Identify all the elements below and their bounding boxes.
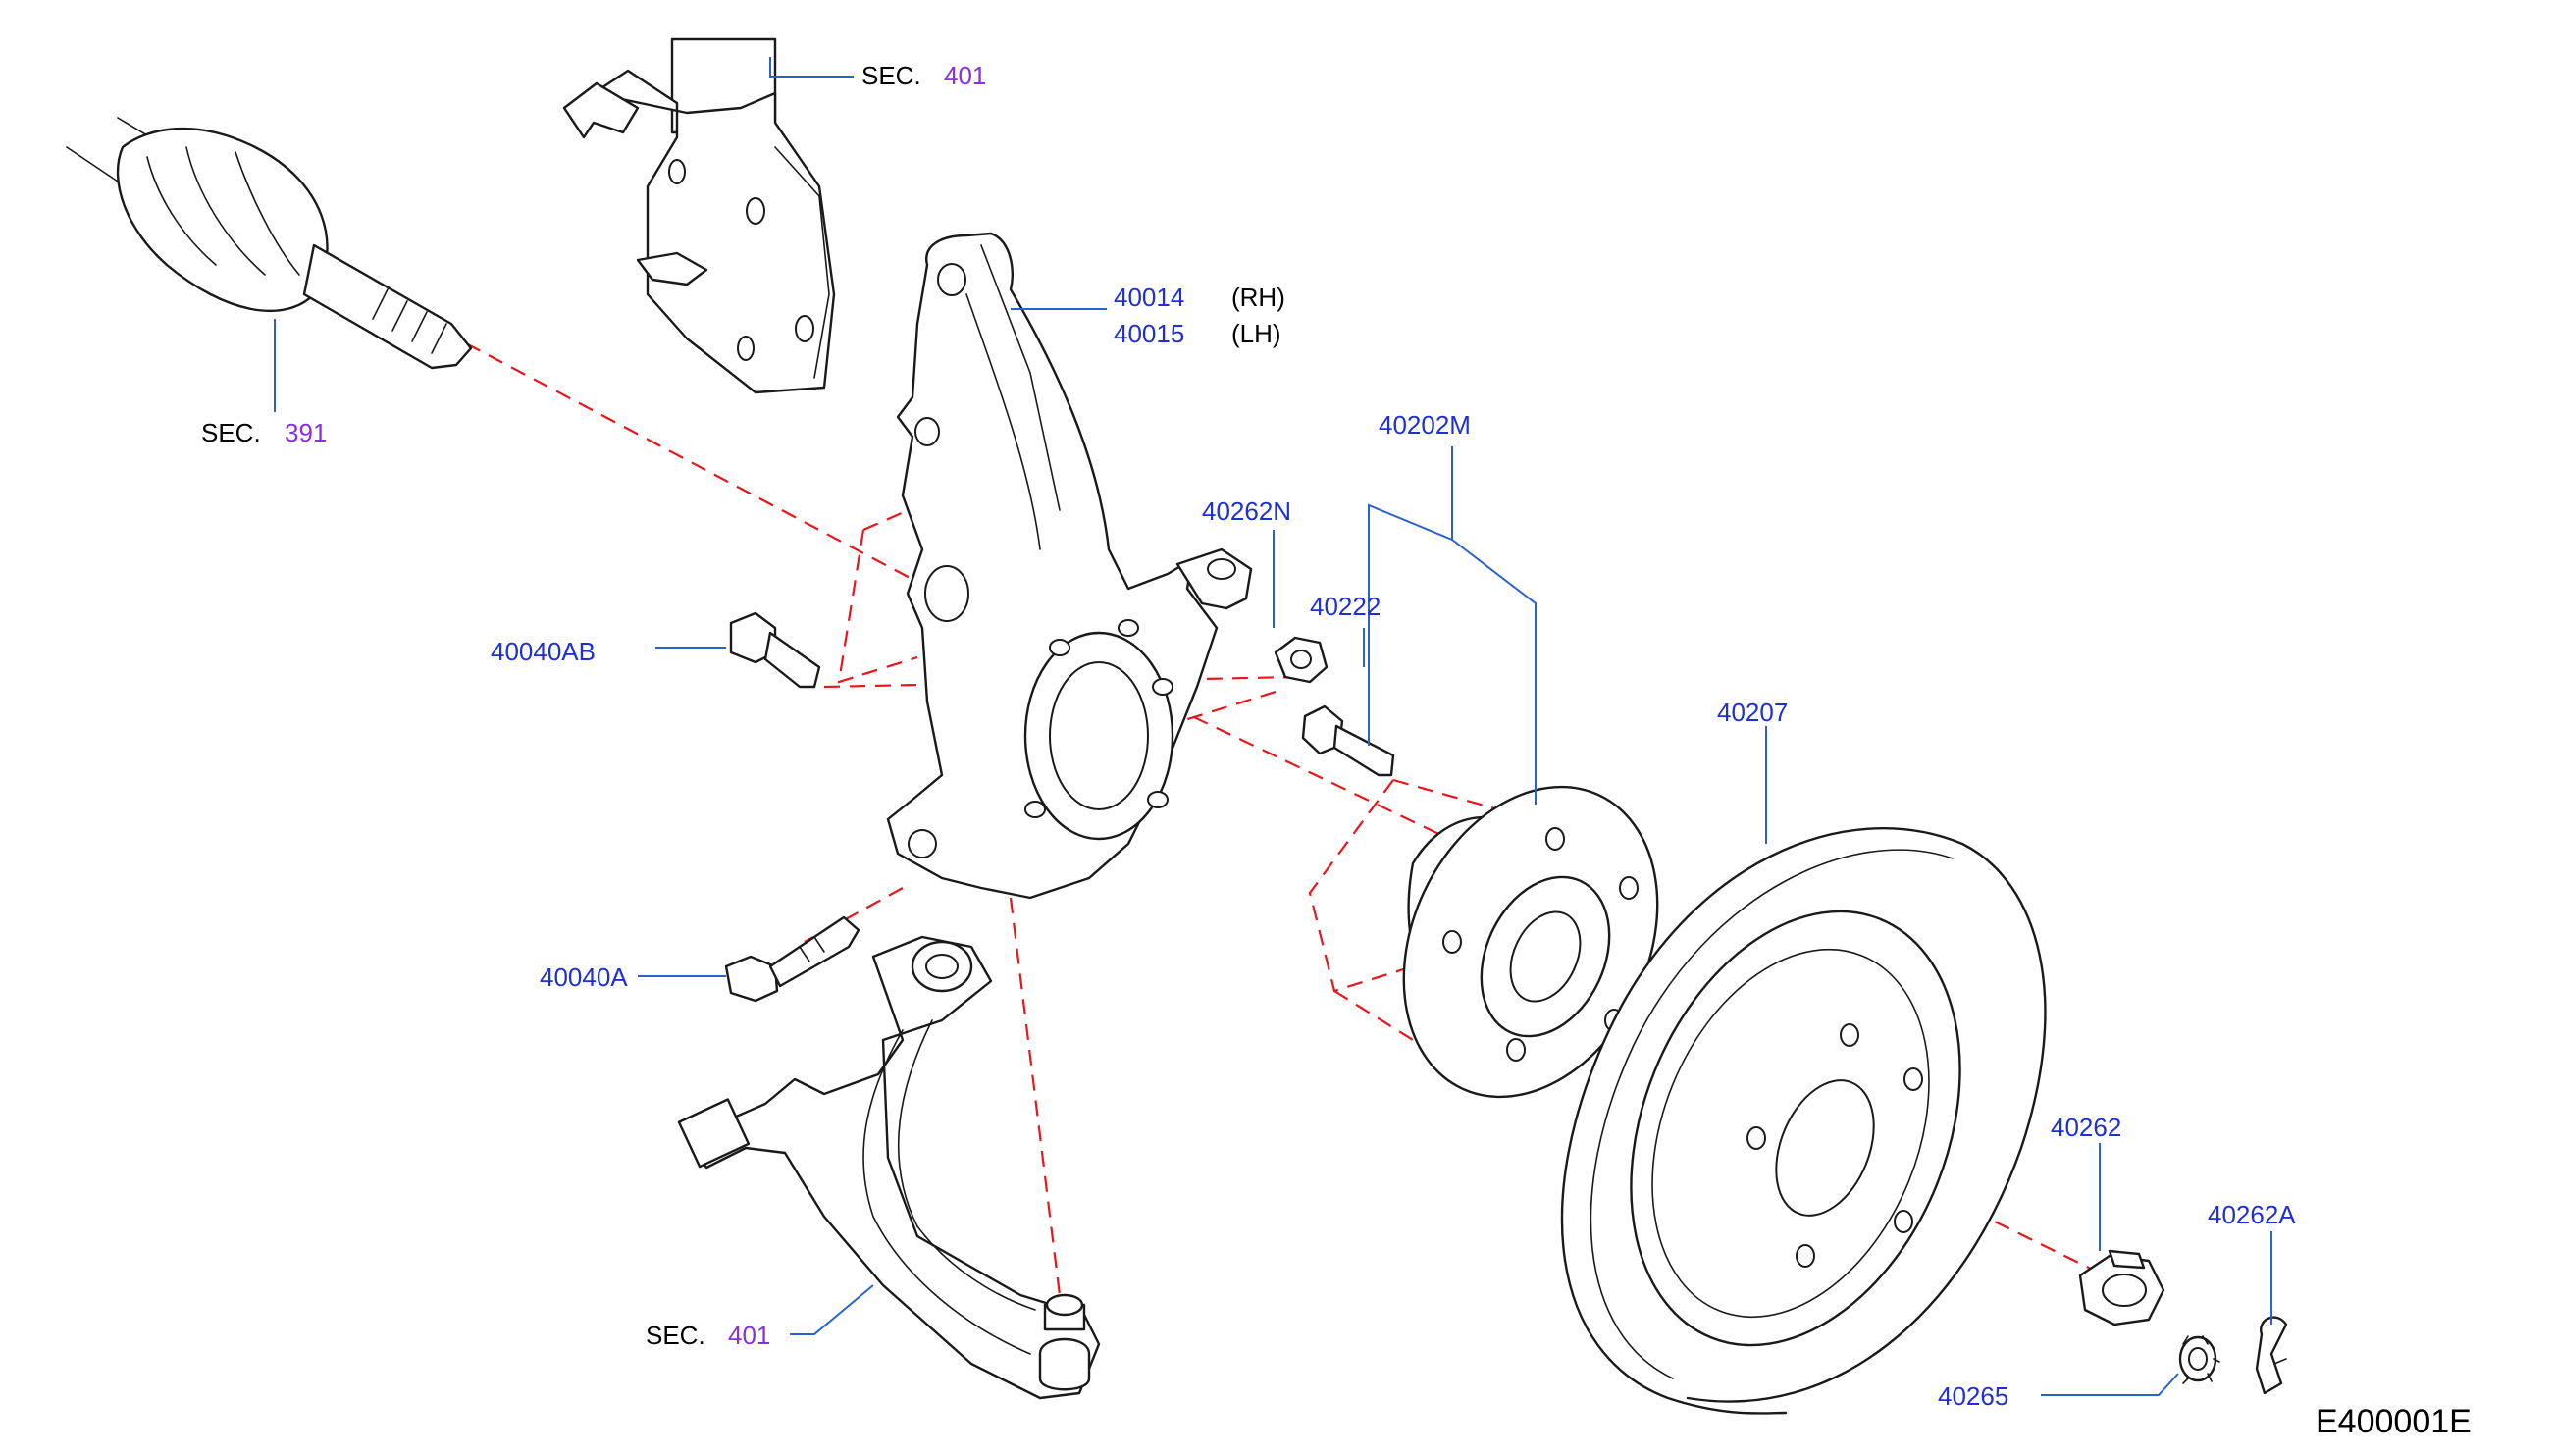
sec-label-strut-word: SEC.	[861, 61, 921, 90]
part-label-40014[interactable]: 40014	[1114, 283, 1184, 312]
strut-bolt	[729, 611, 821, 689]
sec-label-driveshaft-number: 391	[285, 418, 327, 447]
side-label-rh: (RH)	[1231, 283, 1285, 312]
disc-rotor	[1560, 826, 2047, 1415]
knuckle-nut	[1274, 636, 1329, 684]
part-label-40015[interactable]: 40015	[1114, 319, 1184, 348]
part-label-40040ab[interactable]: 40040AB	[491, 637, 596, 666]
sec-label-lowerarm-number: 401	[728, 1321, 770, 1350]
hub-assembly	[1402, 785, 1659, 1099]
sec-label-lowerarm-word: SEC.	[646, 1321, 705, 1350]
hub-bolt	[1301, 704, 1395, 777]
hub-nut	[2078, 1249, 2165, 1326]
labels: SEC. 401 SEC. 391 40014 (RH) 40015 (LH) …	[201, 61, 2472, 1440]
lower-control-arm	[677, 935, 1101, 1400]
leader-lines	[274, 57, 2272, 1396]
cotter-pin	[2255, 1316, 2288, 1395]
sec-label-driveshaft-word: SEC.	[201, 418, 261, 447]
steering-knuckle	[886, 232, 1253, 900]
sec-label-strut-number: 401	[944, 61, 986, 90]
adapter	[2178, 1335, 2220, 1384]
part-label-40262n[interactable]: 40262N	[1202, 496, 1291, 526]
part-label-40040a[interactable]: 40040A	[540, 962, 628, 992]
part-label-40202m[interactable]: 40202M	[1379, 410, 1471, 440]
strut-assembly	[562, 37, 836, 394]
diagram-id: E400001E	[2316, 1403, 2472, 1440]
side-label-lh: (LH)	[1231, 319, 1281, 348]
part-label-40207[interactable]: 40207	[1717, 698, 1788, 727]
part-label-40262a[interactable]: 40262A	[2208, 1200, 2296, 1229]
part-label-40262[interactable]: 40262	[2051, 1113, 2121, 1142]
drive-shaft	[66, 117, 473, 370]
lower-bolt	[724, 915, 860, 1003]
part-label-40222[interactable]: 40222	[1310, 592, 1381, 621]
part-label-40265[interactable]: 40265	[1938, 1381, 2008, 1411]
